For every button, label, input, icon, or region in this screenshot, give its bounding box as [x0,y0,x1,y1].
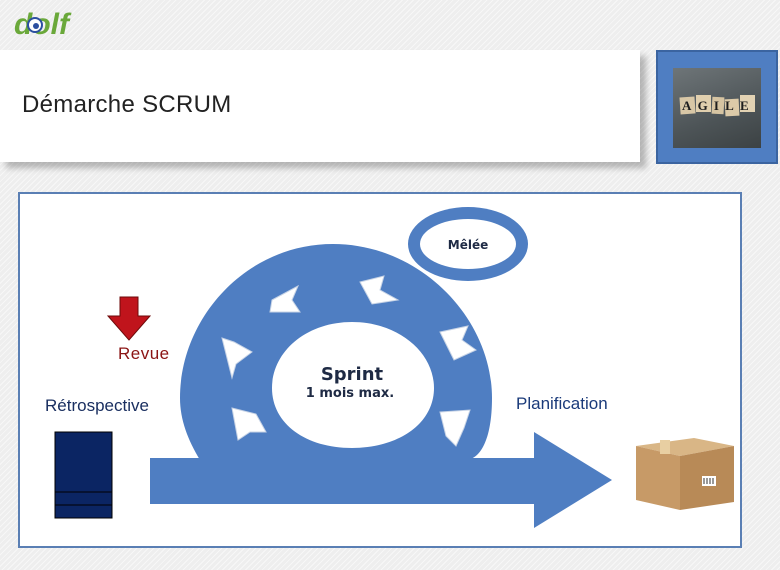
revue-label: Revue [118,344,170,363]
agile-word: AGILE [682,98,755,113]
main-arrow [150,432,612,528]
chevron-icon [439,409,471,447]
agile-tiles-image: AGILE [679,95,755,117]
chevron-icon [439,325,477,361]
revue-arrow-icon [106,296,152,341]
chevron-icon [221,337,253,380]
planification-label: Planification [516,394,608,413]
backlog-stack-icon [54,431,113,519]
sprint-loop [180,244,492,460]
chevron-icon [231,407,267,441]
chevron-icon [359,275,400,305]
product-box-icon [636,438,734,510]
sprint-label: Sprint [321,364,384,385]
dolf-logo: dolf [14,8,72,41]
agile-photo: AGILE [673,68,761,148]
sprint-duration: 1 mois max. [306,386,394,401]
retrospective-label: Rétrospective [45,396,149,415]
melee-label: Mêlée [448,238,488,252]
logo-text: dolf [14,8,72,41]
page-title: Démarche SCRUM [22,91,232,118]
chevron-icon [269,284,301,313]
title-band [0,50,640,162]
